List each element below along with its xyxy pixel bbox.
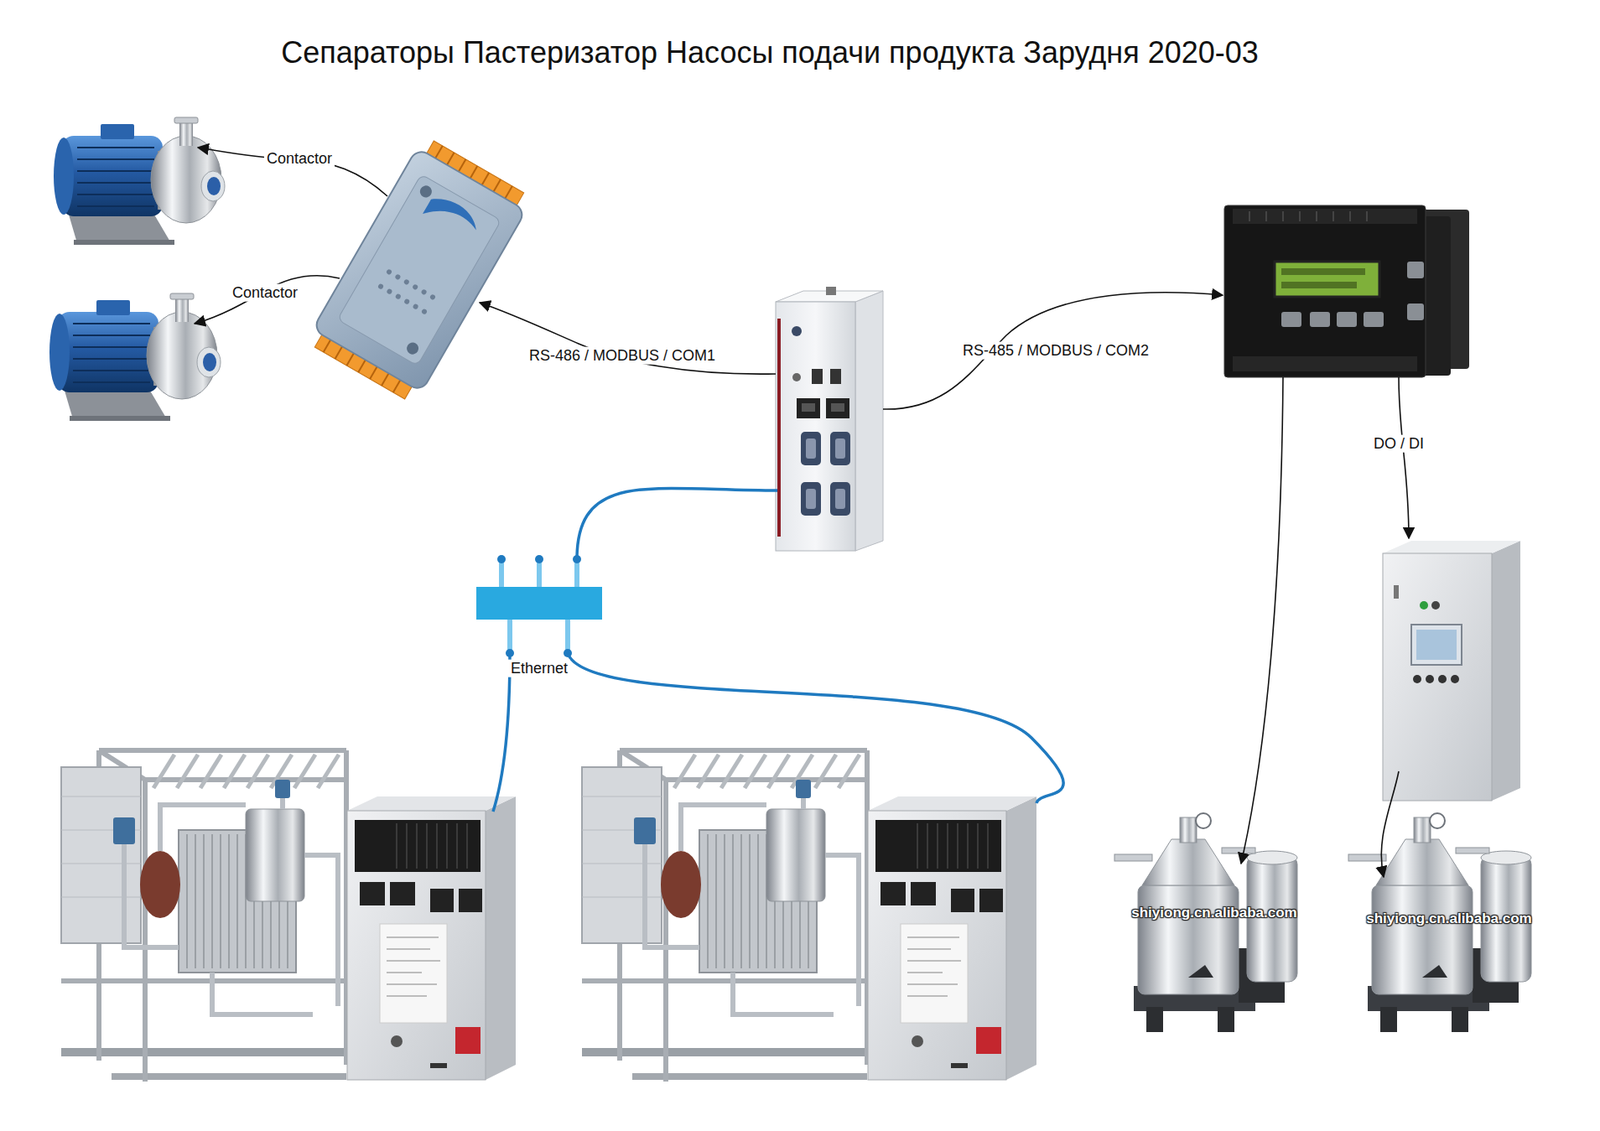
watermark: shiyiong.cn.alibaba.com: [1366, 910, 1532, 928]
signal-wire: [1381, 771, 1399, 878]
contactor-wire: [197, 147, 388, 197]
serial-link: [883, 292, 1223, 410]
pasteurizer-picture: [581, 750, 1037, 1082]
pasteurizer-picture: [61, 750, 516, 1082]
contactor-wire: [194, 275, 340, 324]
link-label: RS-486 / MODBUS / COM1: [526, 347, 718, 365]
watermark: shiyiong.cn.alibaba.com: [1131, 904, 1297, 922]
ethernet-cable: [567, 653, 1064, 804]
io-module-picture: [305, 135, 534, 406]
cabinet-picture: [1382, 540, 1521, 801]
pump-picture: [53, 117, 225, 245]
separator-picture: [1348, 813, 1532, 1033]
separator-picture: [1114, 813, 1298, 1033]
diagram-title: Сепараторы Пастеризатор Насосы подачи пр…: [280, 35, 1259, 70]
wire-label: Contactor: [264, 150, 335, 168]
ethernet-cable: [493, 653, 510, 812]
controller-picture: [1224, 205, 1470, 378]
signal-wire: [1241, 377, 1284, 864]
ethernet-cable: [576, 488, 778, 557]
link-label: RS-485 / MODBUS / COM2: [960, 342, 1152, 360]
signal-wire: [1398, 377, 1409, 539]
network-label: Ethernet: [508, 659, 571, 678]
pump-picture: [49, 293, 221, 421]
signal-label: DO / DI: [1371, 435, 1427, 453]
serial-link: [479, 302, 776, 375]
wire-label: Contactor: [229, 284, 301, 302]
gateway-picture: [775, 286, 884, 551]
switch-picture: [476, 555, 603, 658]
